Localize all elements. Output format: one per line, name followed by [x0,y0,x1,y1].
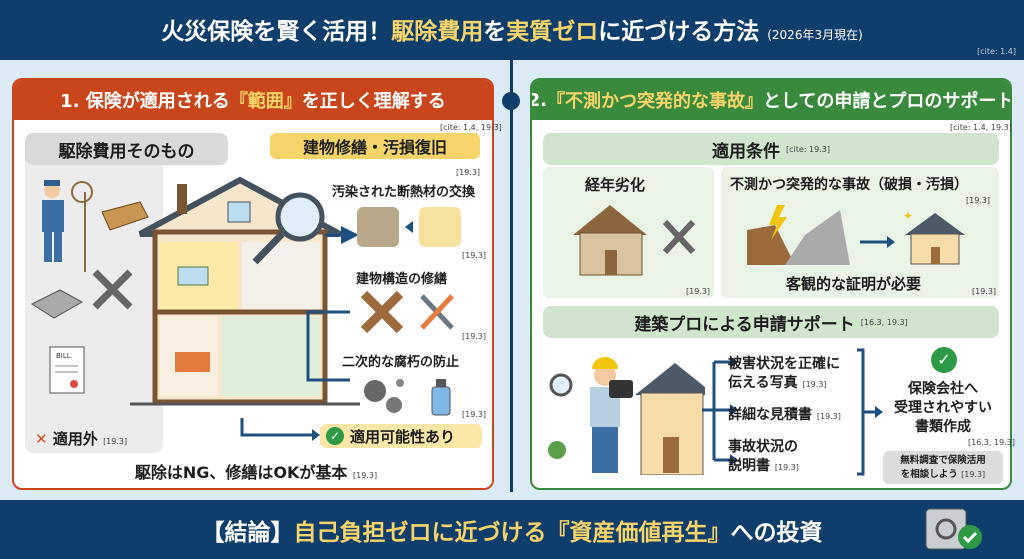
item-cite: [19.3] [462,410,487,419]
house-cross-section-illustration [130,176,360,406]
covered-cite: [19.3] [456,168,481,177]
result-cite: [16.3, 19.3] [968,438,1015,447]
check-icon: ✓ [931,347,957,373]
support-item-report: 事故状況の説明書 [19.3] [728,439,799,474]
conditions-title: 適用条件 [cite: 19.3] [543,133,999,165]
covered-arrow [240,418,320,441]
aging-label: 経年劣化 [585,176,646,194]
pest-control-illustration: BILL [30,180,149,394]
covered-badge: ✓適用可能性あり [320,424,482,448]
broken-beam-and-tools-icon [360,290,454,334]
support-item-photos: 被害状況を正確に伝える写真 [19.3] [728,356,840,391]
check-icon: ✓ [326,427,344,445]
support-item-estimate: 詳細な見積書 [19.3] [728,407,841,423]
accident-label: 不測かつ突発的な事故（破損・汚損） [730,177,968,193]
item-rot-prevention: 二次的な腐朽の防止 [342,355,460,370]
safe-with-check-icon [925,508,982,550]
right-cite: [cite: 1.4, 19.3] [950,123,1012,132]
cross-icon [92,269,133,310]
item-structure: 建物構造の修繕 [356,272,448,287]
right-panel-heading: 2.『不測かつ突発的な事故』としての申請とプロのサポート [532,80,1010,120]
header-bar [0,0,1024,60]
left-summary: 駆除はNG、修繕はOKが基本 [19.3] [134,463,378,482]
excluded-label: ✕ 適用外 [19.3] [35,430,128,448]
mold-and-spray-icon [364,379,451,416]
aging-cite: [19.3] [686,287,711,296]
item-insulation: 汚染された断熱材の交換 [332,185,476,200]
cross-icon [662,219,696,255]
trap-icon [101,201,149,231]
inspector-with-camera-illustration [548,357,705,475]
aged-house-illustration [573,205,696,276]
support-title: 建築プロによる申請サポート [16.3, 19.3] [543,306,999,338]
divider-line [510,60,513,492]
divider-dot [502,92,520,110]
svg-text:✦: ✦ [903,209,913,223]
red-x-icon: ✕ [35,430,48,448]
covered-title: 建物修繕・汚損復旧 [270,133,480,159]
item-cite: [19.3] [462,251,487,260]
bait-tray-icon [30,289,84,319]
excluded-title: 駆除費用そのもの [25,133,228,165]
proof-cite: [19.3] [972,287,997,296]
free-consultation-cta[interactable]: 無料調査で保険活用を相談しよう [19.3] [883,451,1003,484]
insulation-icon [357,207,461,247]
result-text: 保険会社へ受理されやすい書類作成 [894,381,992,435]
camera-icon [609,380,633,398]
accident-cite: [19.3] [966,196,991,205]
bracket-arrow [857,348,883,476]
left-cite: [cite: 1.4, 19.3] [440,123,502,132]
svg-text:BILL: BILL [56,352,71,360]
branch-arrows [702,356,738,466]
conclusion-footer: 【結論】自己負担ゼロに近づける『資産価値再生』への投資 [0,500,1024,559]
proof-label: 客観的な証明が必要 [786,275,922,293]
worker-icon [42,180,93,272]
left-panel-heading: 1. 保険が適用される『範囲』を正しく理解する [14,80,492,120]
magnifier-icon [549,373,573,397]
page-title: 火災保険を賢く活用！駆除費用を実質ゼロに近づける方法 (2026年3月現在) [161,19,863,45]
accident-to-restored-illustration: ✦ [747,205,965,265]
item-cite: [19.3] [462,332,487,341]
magnifier-icon [275,192,325,242]
bill-icon: BILL [49,346,85,394]
header-cite: [cite: 1.4] [977,47,1016,56]
flow-arrows [306,226,359,382]
